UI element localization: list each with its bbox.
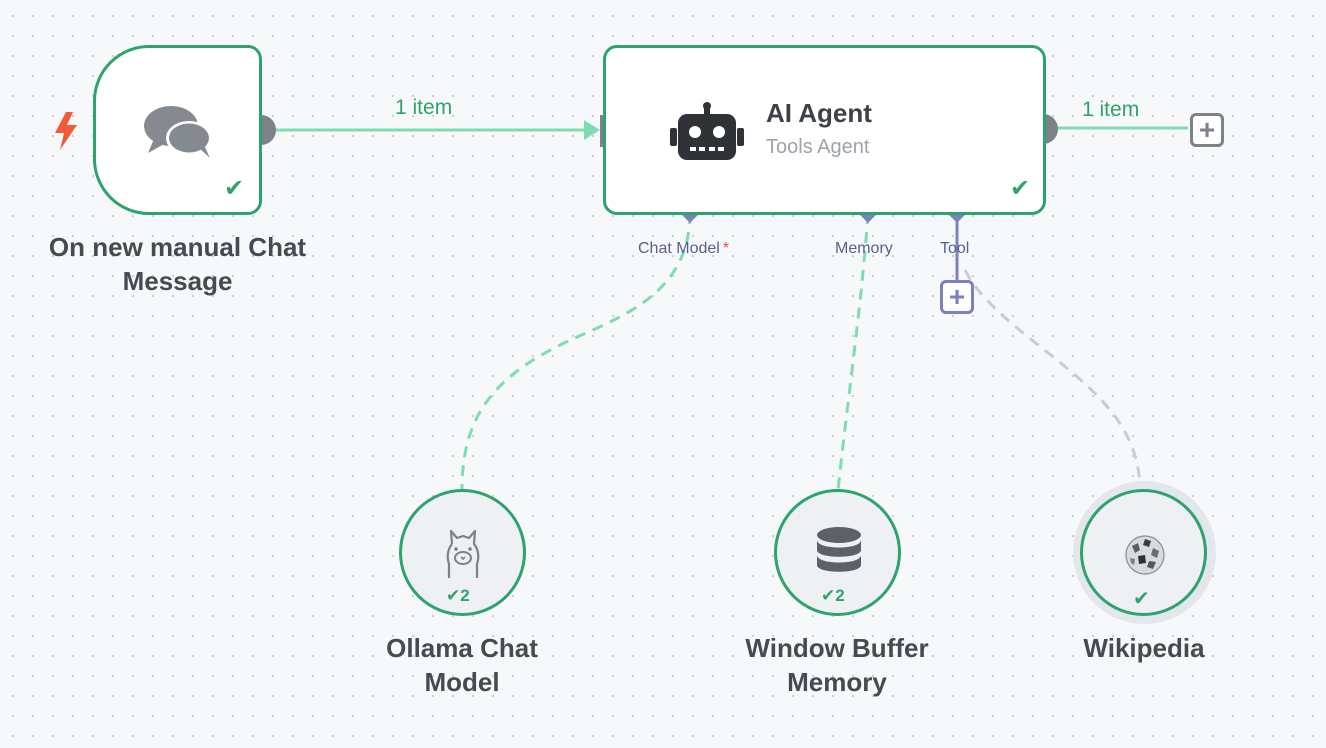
ai-agent-node[interactable]: AI Agent Tools Agent ✔: [603, 45, 1046, 215]
ollama-chat-model-node[interactable]: ✔2: [399, 489, 526, 616]
chat-bubbles-icon: [144, 106, 212, 158]
add-next-node-button[interactable]: +: [1190, 113, 1224, 147]
memory-run-count: ✔2: [821, 586, 845, 605]
required-marker: *: [722, 240, 730, 257]
agent-title: AI Agent: [766, 98, 872, 128]
ollama-run-count: ✔2: [446, 586, 470, 605]
memory-connection[interactable]: [836, 212, 870, 491]
robot-icon: [670, 102, 744, 160]
chat-model-input-label: Chat Model*: [638, 240, 730, 257]
connection-arrowhead: [584, 120, 600, 140]
memory-input-label: Memory: [835, 240, 893, 257]
trigger-node[interactable]: ✔: [93, 45, 262, 215]
database-icon: [817, 527, 861, 572]
agent-output-item-count: 1 item: [1082, 98, 1140, 121]
add-tool-button[interactable]: +: [940, 280, 974, 314]
wikipedia-node-label: Wikipedia: [1083, 633, 1205, 663]
wikipedia-connection[interactable]: [963, 269, 1142, 491]
lightning-bolt-icon: [55, 112, 77, 150]
trigger-node-label: On new manual Chat Message: [48, 232, 307, 296]
tool-input-label: Tool: [940, 240, 970, 257]
agent-subtitle: Tools Agent: [766, 136, 870, 158]
window-buffer-memory-node[interactable]: ✔2: [774, 489, 901, 616]
agent-success-icon: ✔: [1010, 175, 1031, 202]
wikipedia-node[interactable]: ✔: [1080, 489, 1207, 616]
wikipedia-success-icon: ✔: [1133, 588, 1150, 610]
llama-icon: [446, 529, 480, 578]
trigger-success-icon: ✔: [224, 175, 245, 202]
ollama-node-label: Ollama Chat Model: [386, 633, 538, 697]
memory-node-label: Window Buffer Memory: [745, 633, 929, 697]
wikipedia-globe-icon: [1125, 535, 1165, 575]
chat-model-connection[interactable]: [460, 212, 692, 491]
trigger-to-agent-item-count: 1 item: [395, 96, 453, 119]
